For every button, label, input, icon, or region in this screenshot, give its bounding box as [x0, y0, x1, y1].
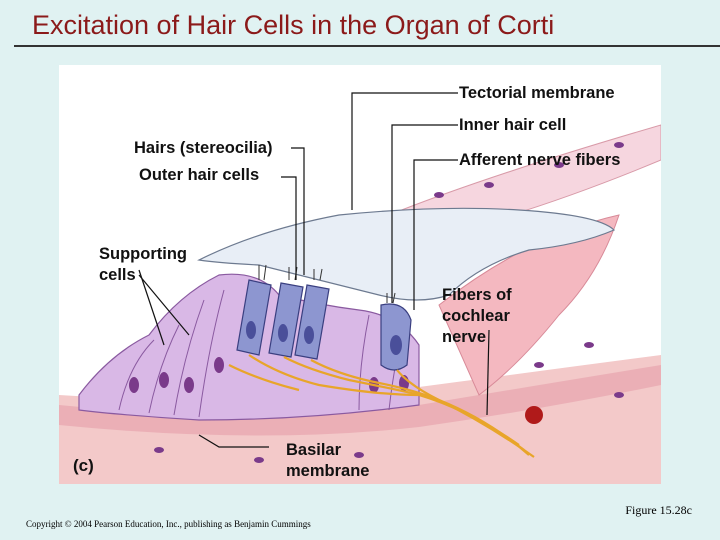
outer-hair-cells: [236, 279, 330, 360]
outer-hair-cell-nuclei: [246, 321, 314, 344]
label-inner-hair-cell: Inner hair cell: [459, 116, 567, 134]
label-fibers-of-cochlear-nerve-line1: Fibers of: [442, 286, 512, 304]
title-divider: [14, 45, 720, 47]
label-fibers-of-cochlear-nerve-line3: nerve: [442, 328, 487, 346]
organ-of-corti-figure: Tectorial membrane Inner hair cell Affer…: [59, 65, 661, 484]
label-fibers-of-cochlear-nerve-line2: cochlear: [442, 307, 510, 325]
nerve-fibers: [228, 354, 535, 458]
inner-hair-cell-nucleus: [390, 335, 402, 355]
label-supporting-cells-line1: Supporting: [99, 245, 187, 263]
label-basilar-membrane-line2: membrane: [286, 462, 370, 480]
label-outer-hair-cells: Outer hair cells: [139, 166, 260, 184]
label-hairs-stereocilia: Hairs (stereocilia): [134, 139, 273, 157]
label-basilar-membrane-line1: Basilar: [286, 441, 342, 459]
leader-lines: [138, 92, 490, 448]
panel-label: (c): [73, 456, 94, 475]
copyright-notice: Copyright © 2004 Pearson Education, Inc.…: [26, 519, 311, 529]
stereocilia: [258, 264, 396, 304]
tissue-nuclei: [154, 142, 624, 463]
label-supporting-cells-line2: cells: [99, 266, 136, 284]
figure-caption: Figure 15.28c: [625, 503, 692, 517]
slide-title: Excitation of Hair Cells in the Organ of…: [32, 10, 555, 40]
label-tectorial-membrane: Tectorial membrane: [459, 84, 615, 102]
organ-of-corti-illustration: [59, 92, 661, 484]
red-blood-cell: [525, 406, 543, 424]
label-afferent-nerve-fibers: Afferent nerve fibers: [459, 151, 621, 169]
tectorial-membrane: [197, 207, 616, 301]
